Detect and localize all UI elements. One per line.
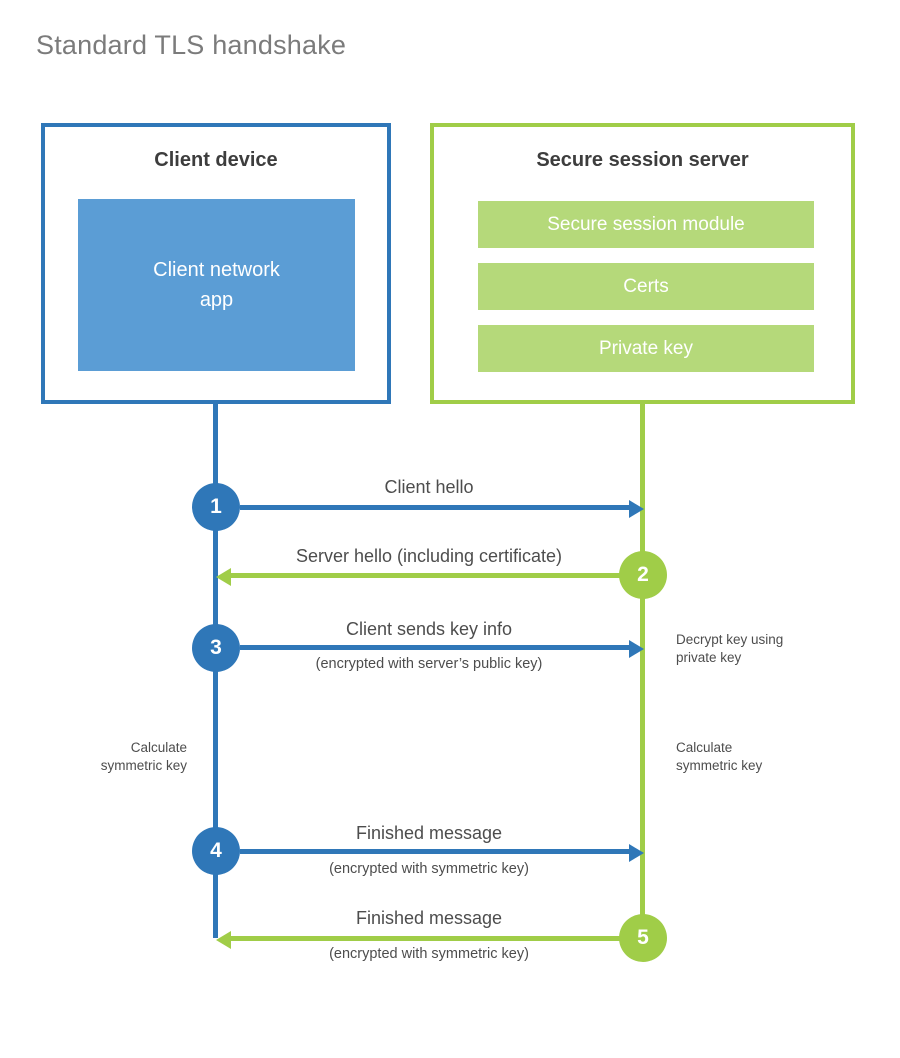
step-4-label: Finished message <box>355 823 503 843</box>
step-2-arrowhead-left-icon <box>216 568 231 586</box>
step-3-arrowhead-right-icon <box>629 640 644 658</box>
step-4-arrow-line <box>240 849 629 854</box>
secure-session-server-panel: Secure session server Secure session mod… <box>430 123 855 404</box>
step-5-arrowhead-left-icon <box>216 931 231 949</box>
decrypt-key-note: Decrypt key using private key <box>676 632 784 665</box>
step-3-arrow-line <box>240 645 629 650</box>
step-4-badge: 4 <box>192 827 240 875</box>
step-5-sublabel: (encrypted with symmetric key) <box>329 946 529 962</box>
server-lifeline <box>640 402 645 943</box>
step-1-label: Client hello <box>384 477 474 497</box>
page-title: Standard TLS handshake <box>36 30 347 60</box>
step-4-arrowhead-right-icon <box>629 844 644 862</box>
step-2-arrow-line <box>231 573 620 578</box>
step-1-arrow-line <box>240 505 629 510</box>
step-4-sublabel: (encrypted with symmetric key) <box>329 861 529 877</box>
step-5-badge: 5 <box>619 914 667 962</box>
client-panel-title: Client device <box>154 149 278 171</box>
client-device-panel: Client device Client network app <box>41 123 391 404</box>
step-5-label: Finished message <box>355 908 503 928</box>
step-3-sublabel: (encrypted with server’s public key) <box>315 656 543 672</box>
calculate-symmetric-key-note-client: Calculate symmetric key <box>100 740 187 773</box>
step-2-badge: 2 <box>619 551 667 599</box>
calculate-symmetric-key-note-server: Calculate symmetric key <box>676 740 763 773</box>
server-module-private-key: Private key <box>478 325 814 372</box>
step-3-badge: 3 <box>192 624 240 672</box>
step-2-label: Server hello (including certificate) <box>295 546 563 566</box>
step-5-arrow-line <box>231 936 620 941</box>
server-panel-title: Secure session server <box>536 149 749 171</box>
step-1-arrowhead-right-icon <box>629 500 644 518</box>
step-3-label: Client sends key info <box>345 619 513 639</box>
server-module-certs: Certs <box>478 263 814 310</box>
step-1-badge: 1 <box>192 483 240 531</box>
client-network-app-box: Client network app <box>78 199 355 371</box>
server-module-secure-session: Secure session module <box>478 201 814 248</box>
